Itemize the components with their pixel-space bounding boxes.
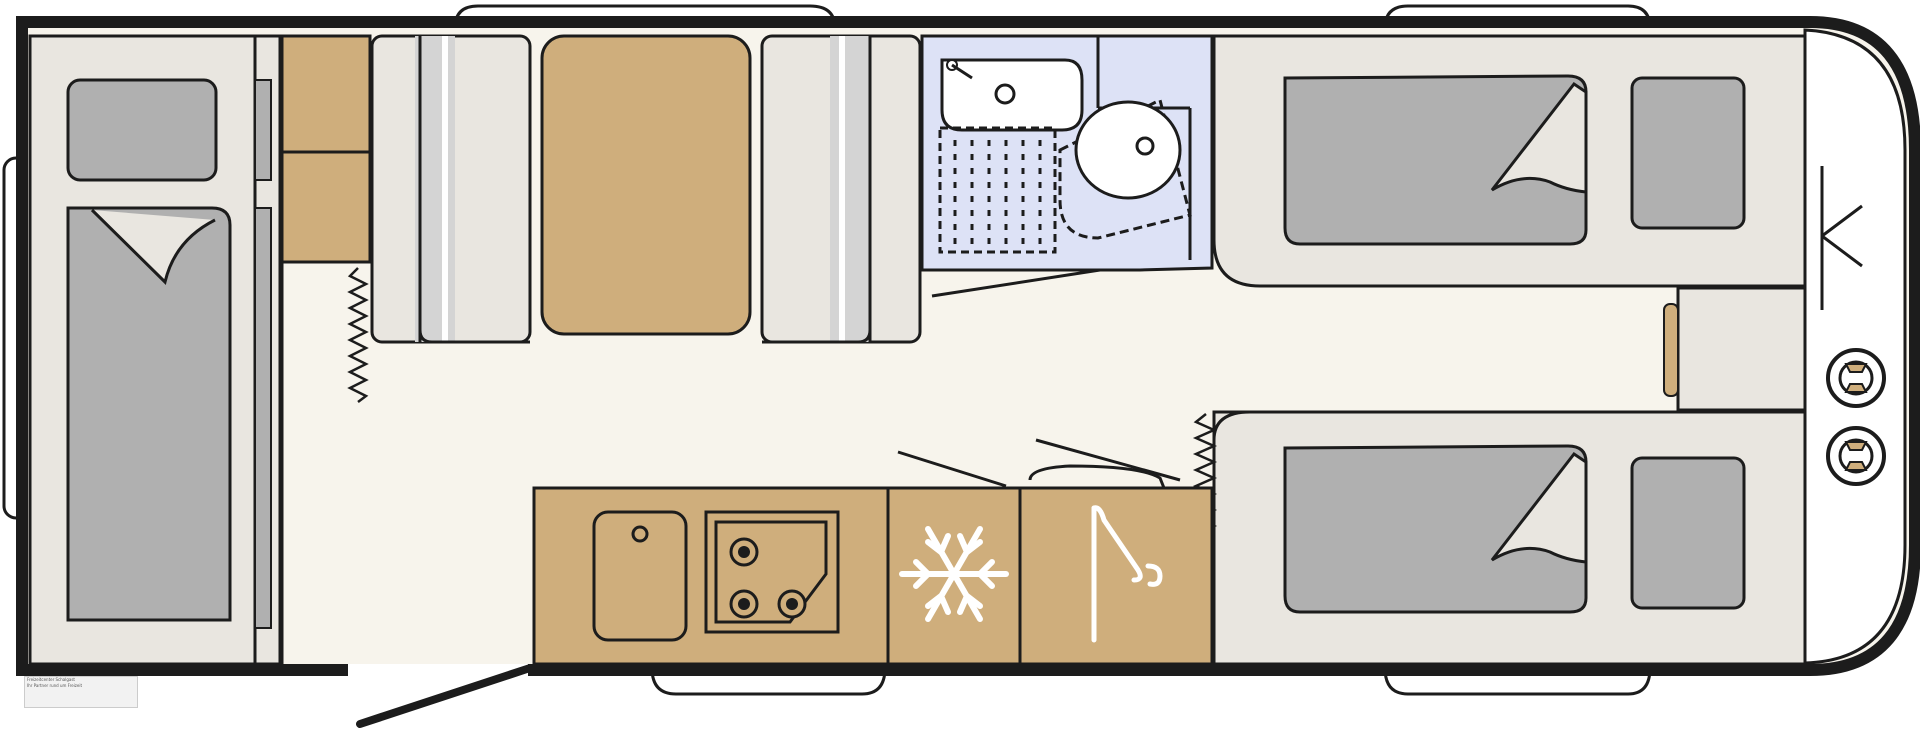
kitchen-door-line <box>897 450 1007 488</box>
accordion-door-front <box>347 267 369 403</box>
wardrobe-door-line <box>1035 438 1181 482</box>
wheel-icon-2 <box>1826 426 1886 486</box>
bathroom-door <box>931 268 1101 298</box>
dealer-stamp: Freizeitcenter Schalgast Ihr Partner run… <box>24 676 138 708</box>
front-cupboards <box>280 34 372 264</box>
rear-bed-top-pillow <box>1630 76 1746 230</box>
bathroom <box>920 34 1214 298</box>
front-pillow <box>66 78 218 182</box>
rear-bed-top-blanket <box>1283 74 1588 246</box>
wardrobe <box>1018 486 1214 666</box>
dinette-bench-left <box>370 34 532 344</box>
stamp-line-1: Freizeitcenter Schalgast <box>27 677 75 682</box>
rear-ladder-icon <box>1820 166 1863 310</box>
hob-icon <box>704 510 840 634</box>
washbasin-icon <box>940 58 1084 132</box>
front-bed <box>28 34 282 666</box>
rear-bed-top <box>1212 34 1807 288</box>
dinette-bench-right <box>760 34 922 344</box>
sink-icon <box>592 510 688 642</box>
fridge <box>886 486 1022 666</box>
front-pillow-side <box>254 79 272 181</box>
kitchen-counter <box>532 486 890 666</box>
rear-bed-bottom-blanket <box>1283 444 1588 614</box>
rear-bed-bottom <box>1212 410 1807 666</box>
entrance-door <box>356 664 534 728</box>
toilet-icon <box>1058 97 1192 240</box>
fridge-snowflake-icon <box>899 526 1009 622</box>
rear-bed-bottom-pillow <box>1630 456 1746 610</box>
rear-panel <box>1803 28 1907 665</box>
stamp-line-2: Ihr Partner rund um Freizeit <box>27 683 83 688</box>
rear-cabinet <box>1663 286 1807 412</box>
wheel-icon <box>1826 348 1886 408</box>
shower-tray-icon <box>938 126 1057 254</box>
dinette-table <box>540 34 752 336</box>
wardrobe-hanger-icon <box>1091 505 1163 643</box>
front-blanket <box>66 206 232 622</box>
